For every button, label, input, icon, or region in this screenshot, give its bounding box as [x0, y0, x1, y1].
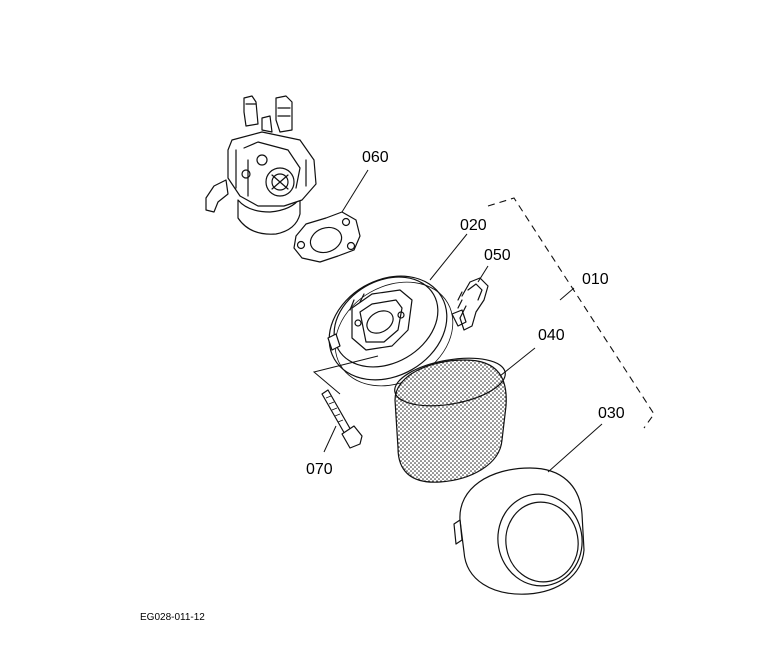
callout-010: 010	[582, 271, 609, 288]
air-cleaner-base	[327, 275, 467, 387]
drawing-code: EG028-011-12	[140, 612, 205, 623]
wire-clip	[457, 277, 489, 331]
callout-020: 020	[460, 217, 487, 234]
carburetor	[205, 95, 317, 235]
bolt	[321, 389, 363, 449]
callout-030: 030	[598, 405, 625, 422]
callout-060: 060	[362, 149, 389, 166]
callout-070: 070	[306, 461, 333, 478]
assembly-bracket	[487, 197, 655, 429]
air-cleaner-cover	[453, 467, 585, 595]
filter-element	[394, 357, 507, 483]
leader-lines	[312, 169, 603, 473]
gasket	[293, 211, 361, 263]
callout-050: 050	[484, 247, 511, 264]
callout-040: 040	[538, 327, 565, 344]
